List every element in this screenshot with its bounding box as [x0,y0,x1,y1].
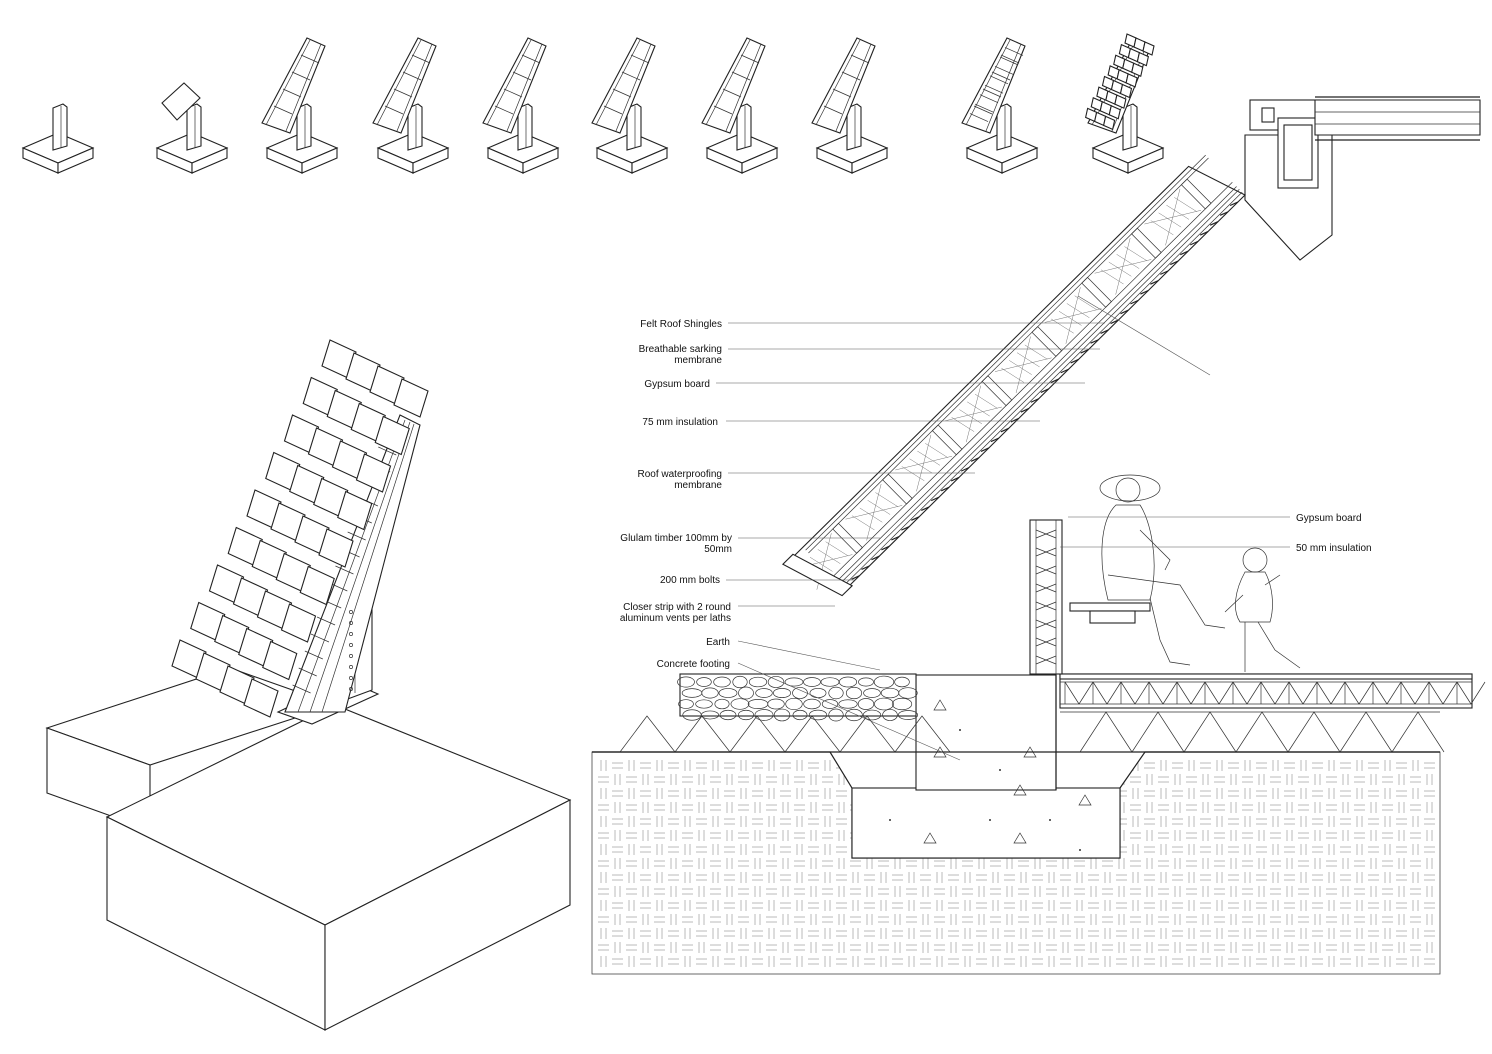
section-view [591,96,1486,975]
assembly-step [701,37,779,174]
shingle [243,678,279,718]
label-text: Gypsum board [644,379,710,390]
label-insulation-50: 50 mm insulation [1060,543,1372,554]
label-line: 200 mm bolts [660,575,720,586]
label-text: 200 mm bolts [660,575,720,586]
label-line: Glulam timber 100mm by [620,533,732,544]
label-line: Felt Roof Shingles [640,319,722,330]
shingle [318,528,354,568]
label-insulation-75: 75 mm insulation [642,417,1040,428]
axonometric-view [45,339,572,1031]
assembly-step [261,37,339,174]
assembly-step [482,37,560,174]
axonometric-shingles [171,339,429,718]
label-text: 75 mm insulation [642,417,718,428]
label-text: Earth [706,637,730,648]
label-line: 50mm [704,544,732,555]
shingle [299,565,335,606]
assembly-step [155,82,229,174]
label-line: aluminum vents per laths [620,613,731,624]
label-earth: Earth [706,637,881,671]
label-line: 75 mm insulation [642,417,718,428]
shingle [280,603,317,643]
assembly-step [811,37,889,174]
label-line: Concrete footing [657,659,730,670]
label-line: membrane [674,480,722,491]
shingle [374,415,410,456]
figure-outlines [1099,474,1301,672]
assembly-step [591,37,669,174]
label-text: Concrete footing [657,659,730,670]
section-labels-right: Gypsum board 50 mm insulation [1060,513,1372,554]
label-gypsum-board-right: Gypsum board [1068,513,1362,524]
assembly-step [372,37,450,174]
shingle [393,378,429,418]
label-line: Roof waterproofing [638,469,723,480]
shingle [355,453,392,493]
leader-line [737,662,961,761]
label-line: membrane [674,355,722,366]
roof-panel-section [781,154,1246,597]
label-line: Breathable sarking [639,344,722,355]
label-gypsum-board-left: Gypsum board [644,379,1085,390]
assembly-sequence [21,33,1165,174]
label-line: Gypsum board [644,379,710,390]
label-text: Gypsum board [1296,513,1362,524]
label-text: Felt Roof Shingles [640,319,722,330]
label-felt-roof-shingles: Felt Roof Shingles [640,319,1105,330]
label-bolts-200: 200 mm bolts [660,575,855,586]
assembly-step [961,37,1039,174]
assembly-step [1084,33,1165,174]
leader-line [737,640,881,671]
label-concrete-footing: Concrete footing [657,659,961,761]
label-line: 50 mm insulation [1296,543,1372,554]
label-line: Gypsum board [1296,513,1362,524]
assembly-step [21,103,95,174]
shingle [337,490,373,531]
shingle [262,640,298,681]
label-line: Closer strip with 2 round [623,602,731,613]
label-line: Earth [706,637,730,648]
label-text: 50 mm insulation [1296,543,1372,554]
